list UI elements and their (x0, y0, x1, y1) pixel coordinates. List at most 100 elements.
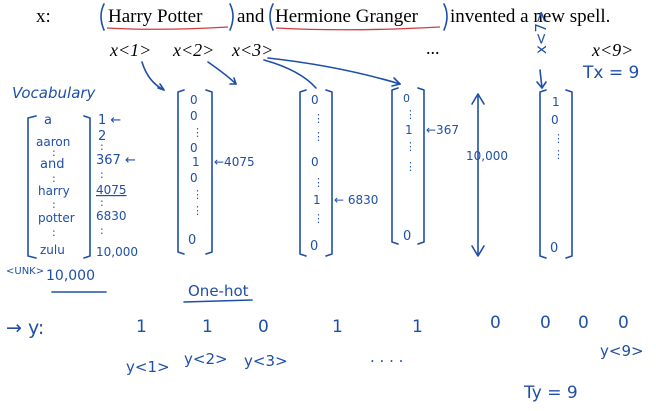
word-and: and (237, 6, 265, 27)
arrow-x1-head (157, 83, 165, 91)
arrow-x3-to-vec3 (267, 57, 401, 85)
vec4-bracket-right (565, 89, 573, 259)
label-x1: x<1> (109, 40, 151, 60)
y-sub-2: y<2> (184, 350, 228, 368)
vocab-size: 10,000 (46, 268, 95, 284)
ty-label: Ty = 9 (523, 383, 578, 403)
x-prefix: x: (36, 6, 51, 27)
vocab-word: : (52, 146, 56, 159)
vec2-entry: ⋮ (313, 176, 324, 189)
vocab-word: potter (38, 211, 75, 225)
vocab-bracket-right (83, 115, 91, 259)
vec1-entry: ⋮ (192, 204, 203, 217)
arrow-x3-head (391, 77, 401, 87)
y-sub-3: y<3> (244, 352, 288, 370)
y-dots: . . . . (370, 348, 403, 366)
vec3-entry: ⋮ (405, 140, 416, 153)
vocab-index: : (100, 140, 104, 153)
vec3-bracket-left (391, 87, 399, 245)
vocab-index: : (100, 224, 104, 237)
y-value: 0 (540, 313, 551, 333)
sentence-rest: invented a new spell. (450, 6, 610, 27)
vec4-bracket-left (539, 89, 547, 259)
arrow-x7 (539, 69, 543, 89)
vec2-annotation: ← 6830 (334, 193, 378, 207)
vocab-word: harry (38, 184, 70, 198)
y-value: 1 (136, 317, 147, 337)
label-x7: x<7> (532, 10, 550, 54)
vec2-entry: ⋮ (313, 212, 324, 225)
vec2-entry: 0 (310, 239, 318, 254)
onehot-underline (183, 299, 253, 303)
y-value: 1 (412, 317, 423, 337)
bracket-close-1 (229, 3, 234, 31)
vec1-bracket-left (177, 89, 185, 255)
arrow-x7-head (536, 81, 547, 89)
vec4-entry: ⋮ (553, 148, 564, 161)
vocab-index: 2 (98, 129, 106, 144)
label-x3: x<3> (231, 40, 273, 60)
label-x2: x<2> (172, 40, 214, 60)
vocab-index: : (100, 196, 104, 209)
y-value: 0 (618, 313, 629, 333)
vocab-index: : (100, 168, 104, 181)
arrow-x2 (207, 61, 237, 85)
vec3-entry: 0 (403, 229, 411, 244)
vocab-word: and (40, 157, 64, 172)
vec3-entry: 1 (405, 123, 413, 137)
y-label: → y: (6, 317, 44, 339)
vec3-entry: ⋮ (405, 160, 416, 173)
arrow-x3-to-vec2 (263, 59, 317, 89)
vec2-bracket-right (325, 89, 333, 257)
size-arrow-top (471, 93, 485, 105)
vec1-entry: ⋮ (192, 188, 203, 201)
vec1-entry: 0 (190, 93, 198, 107)
vector-size-label: 10,000 (466, 149, 508, 163)
vec2-entry: 0 (311, 155, 319, 169)
vec1-entry: ⋮ (192, 126, 203, 139)
vocab-index: 367 ← (96, 153, 136, 168)
vec2-entry: ⋮ (313, 112, 324, 125)
vocab-index: 10,000 (96, 245, 138, 259)
vocab-word: a (44, 113, 52, 128)
y-value: 0 (490, 313, 501, 333)
vocab-word: : (52, 198, 56, 211)
onehot-label: One-hot (188, 282, 249, 300)
vec2-entry: 1 (313, 193, 321, 207)
word-hermione-granger: Hermione Granger (275, 6, 419, 27)
vec2-entry: ⋮ (313, 130, 324, 143)
vocab-index: 6830 (96, 209, 127, 223)
vec4-entry: ⋮ (553, 132, 564, 145)
vocab-word: zulu (40, 243, 65, 257)
vocab-word: aaron (36, 135, 70, 149)
vec1-annotation: ←4075 (214, 155, 255, 169)
vec1-bracket-right (205, 89, 213, 255)
tx-label: Tx = 9 (582, 63, 639, 83)
vocabulary-title: Vocabulary (12, 84, 97, 102)
vec3-entry: ⋮ (405, 108, 416, 121)
y-value: 1 (202, 317, 213, 337)
vec2-entry: 0 (311, 93, 319, 107)
vec4-entry: 0 (551, 113, 559, 127)
underline-harry-potter (106, 26, 229, 30)
size-arrow-bottom (471, 245, 485, 257)
vocab-word: : (52, 172, 56, 185)
vec1-entry: 0 (190, 141, 198, 155)
label-dots: ... (426, 38, 440, 58)
vocab-index: 1 ← (98, 113, 121, 128)
bracket-open-1 (100, 3, 105, 31)
label-x9: x<9> (591, 40, 633, 60)
vec4-entry: 1 (552, 95, 560, 109)
vec1-entry: 0 (188, 233, 196, 248)
vec3-annotation: ←367 (426, 123, 459, 137)
vec3-entry: 0 (403, 92, 410, 105)
word-harry-potter: Harry Potter (108, 6, 203, 27)
vec1-entry: 0 (190, 171, 198, 185)
y-value: 1 (332, 317, 343, 337)
vec1-entry: 1 (192, 155, 200, 169)
arrow-x2-head (229, 77, 237, 85)
vec2-bracket-left (299, 89, 307, 257)
vec4-entry: 0 (550, 241, 558, 256)
